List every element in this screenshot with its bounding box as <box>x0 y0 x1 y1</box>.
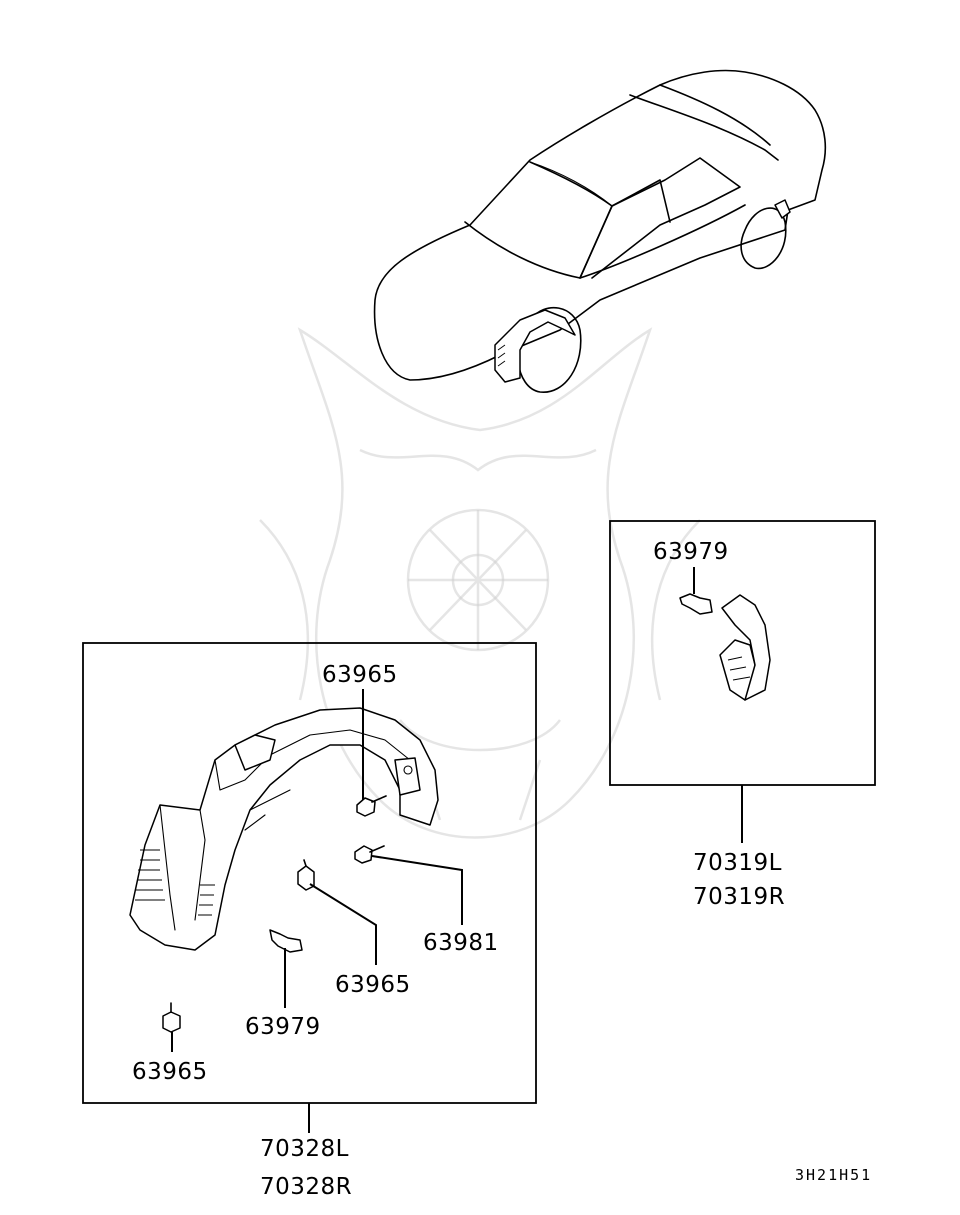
fastener-bottom-icon <box>162 1002 181 1033</box>
figure-code: 3H21H51 <box>795 1166 873 1184</box>
label-fastener-bottom: 63965 <box>132 1059 208 1085</box>
clip-mid-icon <box>269 929 303 953</box>
label-bolt-right: 63981 <box>423 930 499 956</box>
leader-lines <box>171 567 743 1133</box>
bolt-right-icon <box>354 845 385 864</box>
rear-fender-liner <box>719 594 771 701</box>
label-clip-rear: 63979 <box>653 539 729 565</box>
label-rear-liner-right: 70319R <box>693 884 786 910</box>
clip-rear-icon <box>679 593 713 615</box>
label-fastener-top: 63965 <box>322 662 398 688</box>
label-clip-mid: 63979 <box>245 1014 321 1040</box>
label-front-liner-right: 70328R <box>260 1174 353 1200</box>
label-front-liner-left: 70328L <box>260 1136 349 1162</box>
fastener-top-icon <box>356 795 387 817</box>
label-fastener-mid: 63965 <box>335 972 411 998</box>
label-rear-liner-left: 70319L <box>693 850 782 876</box>
front-fender-liner <box>129 707 439 951</box>
car-illustration <box>373 69 827 393</box>
watermark-emblem <box>259 327 701 839</box>
